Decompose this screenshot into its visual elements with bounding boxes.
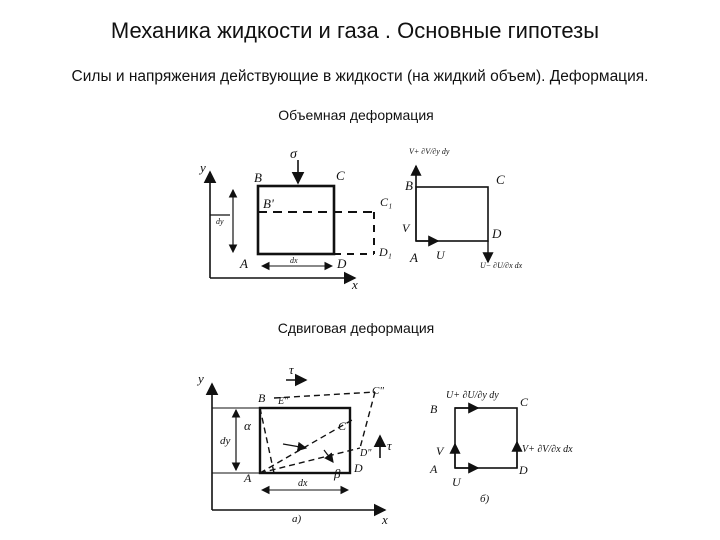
point-C: C: [520, 395, 529, 409]
point-A: A: [429, 462, 438, 476]
element-rect: [454, 407, 518, 469]
volumetric-deformation-caption: Объемная деформация: [278, 107, 434, 123]
point-D: D: [491, 226, 502, 241]
point-E2: E": [277, 396, 289, 407]
y-label: y: [198, 160, 206, 175]
sigma-label: σ: [290, 147, 298, 162]
point-C: C: [338, 419, 347, 433]
shear-right-figure: [449, 402, 523, 474]
figure-label-b: б): [480, 493, 490, 505]
point-D: D: [518, 463, 528, 477]
point-A: A: [243, 471, 252, 485]
fluid-element-rect: [256, 184, 336, 256]
point-B: B: [405, 178, 413, 193]
point-B: B: [254, 170, 262, 185]
velocity-V-label: V: [402, 221, 411, 235]
point-D: D: [353, 461, 363, 475]
point-A: A: [239, 256, 248, 271]
tau-right-label: τ: [387, 438, 393, 453]
point-C: C: [336, 168, 345, 183]
right-velocity-label: U− ∂U/∂x dx: [480, 261, 523, 270]
dy-label: dy: [220, 435, 231, 447]
x-label: x: [351, 277, 358, 292]
beta-label: β: [333, 466, 341, 481]
point-D: D: [336, 256, 347, 271]
point-A: A: [409, 250, 418, 265]
dy-label: dy: [216, 217, 224, 226]
figure-label-a: а): [292, 513, 302, 525]
tau-top-label: τ: [289, 362, 295, 377]
point-B: B: [430, 402, 438, 416]
shear-deformation-caption: Сдвиговая деформация: [277, 320, 435, 336]
point-C2: C": [372, 385, 384, 397]
y-label: y: [196, 371, 204, 386]
shear-left-figure: [205, 373, 387, 517]
point-B-prime: B': [263, 196, 274, 211]
velocity-U-label: U: [452, 475, 462, 489]
slide-title: Механика жидкости и газа . Основные гипо…: [110, 18, 600, 43]
fluid-element-rect: [258, 406, 352, 475]
point-D1: D₁: [378, 245, 392, 259]
dx-label: dx: [290, 256, 298, 265]
point-D2: D": [359, 448, 372, 459]
point-C: C: [496, 172, 505, 187]
alpha-label: α: [244, 418, 252, 433]
point-C1: C₁: [380, 195, 392, 209]
right-velocity-label: V+ ∂V/∂x dx: [522, 444, 573, 455]
point-B: B: [258, 391, 266, 405]
slide-subtitle: Силы и напряжения действующие в жидкости…: [71, 68, 649, 85]
top-velocity-label: V+ ∂V/∂y dy: [409, 147, 450, 156]
volumetric-left-figure: [203, 160, 375, 285]
dx-label: dx: [298, 478, 308, 489]
element-rect: [415, 186, 489, 242]
x-label: x: [381, 512, 388, 527]
velocity-U-label: U: [436, 248, 446, 262]
velocity-V-label: V: [436, 444, 445, 458]
top-velocity-label: U+ ∂U/∂y dy: [446, 390, 499, 401]
volumetric-right-figure: [410, 164, 494, 264]
